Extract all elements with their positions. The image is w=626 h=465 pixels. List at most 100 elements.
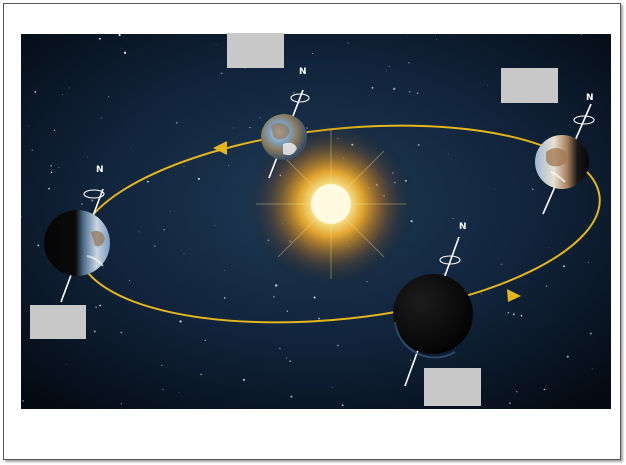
earth-bottom: N <box>393 222 473 387</box>
answer-box-right[interactable] <box>501 68 558 103</box>
star <box>31 149 34 152</box>
star <box>452 217 454 220</box>
star <box>480 293 482 295</box>
star <box>128 280 131 282</box>
star <box>448 153 450 155</box>
star <box>183 253 185 254</box>
star <box>197 177 201 181</box>
star <box>366 281 368 283</box>
star <box>161 364 163 367</box>
star <box>279 347 281 350</box>
star <box>285 357 288 359</box>
north-label-top: N <box>299 67 307 77</box>
star <box>408 61 410 64</box>
star <box>242 378 245 381</box>
star <box>138 231 140 233</box>
star <box>50 171 53 174</box>
star <box>99 304 101 307</box>
star <box>586 226 588 228</box>
star <box>520 314 523 317</box>
star <box>548 246 549 248</box>
star <box>566 355 569 358</box>
star <box>146 180 149 183</box>
star <box>50 165 52 167</box>
star <box>22 400 25 402</box>
rotation-arrow-icon <box>439 255 461 265</box>
star <box>118 34 121 37</box>
orbit-arrow-bottom-icon <box>507 289 521 302</box>
star <box>214 225 215 226</box>
star <box>204 339 207 342</box>
star <box>436 39 438 40</box>
star <box>347 42 349 44</box>
star <box>386 70 387 72</box>
star <box>37 244 40 247</box>
star <box>21 215 22 218</box>
orbit-arrow-top-icon <box>213 141 227 155</box>
star <box>53 129 56 132</box>
star <box>48 187 51 190</box>
answer-box-top[interactable] <box>227 33 284 68</box>
star <box>371 86 374 89</box>
star <box>80 203 83 205</box>
star <box>87 156 88 158</box>
rotation-arrow-icon <box>290 93 310 103</box>
star <box>179 320 182 323</box>
earth-left: N <box>44 165 110 303</box>
star <box>215 43 217 45</box>
star <box>543 388 545 391</box>
star <box>393 87 396 91</box>
star <box>220 72 223 75</box>
star <box>589 332 593 335</box>
star <box>120 402 123 405</box>
star <box>508 402 511 405</box>
star <box>58 166 60 168</box>
star <box>408 90 411 93</box>
star <box>289 360 292 362</box>
star <box>293 91 295 94</box>
star <box>443 273 445 275</box>
earth-right: N <box>535 93 595 215</box>
star <box>311 52 314 55</box>
star <box>108 96 110 98</box>
star <box>318 317 320 320</box>
star <box>507 311 510 314</box>
answer-box-bottom[interactable] <box>424 368 481 406</box>
star <box>516 391 518 393</box>
star <box>178 392 179 394</box>
star <box>486 84 488 86</box>
star <box>224 270 225 271</box>
star <box>68 87 70 89</box>
north-label-left: N <box>96 165 104 175</box>
star <box>91 199 94 202</box>
star <box>120 47 121 49</box>
star <box>332 387 333 389</box>
star <box>170 211 171 213</box>
star <box>175 121 178 124</box>
star <box>591 368 593 370</box>
star <box>223 297 226 299</box>
star <box>406 36 408 38</box>
star <box>410 359 412 361</box>
star <box>500 263 503 266</box>
star <box>388 65 390 68</box>
star <box>28 125 30 127</box>
star <box>512 313 515 316</box>
star <box>194 408 196 409</box>
star <box>163 228 166 231</box>
star <box>249 127 251 129</box>
star <box>494 188 495 189</box>
star <box>62 94 63 95</box>
rotation-arrow-icon <box>573 115 595 125</box>
north-label-right: N <box>586 93 594 103</box>
worksheet-frame: N N N <box>3 3 621 460</box>
star <box>233 127 235 129</box>
star <box>120 331 123 334</box>
star <box>162 389 164 391</box>
star <box>130 147 132 149</box>
star <box>286 310 288 312</box>
star <box>93 330 96 333</box>
star <box>417 143 420 146</box>
answer-box-left[interactable] <box>30 305 86 339</box>
rotation-arrow-icon <box>83 189 105 199</box>
